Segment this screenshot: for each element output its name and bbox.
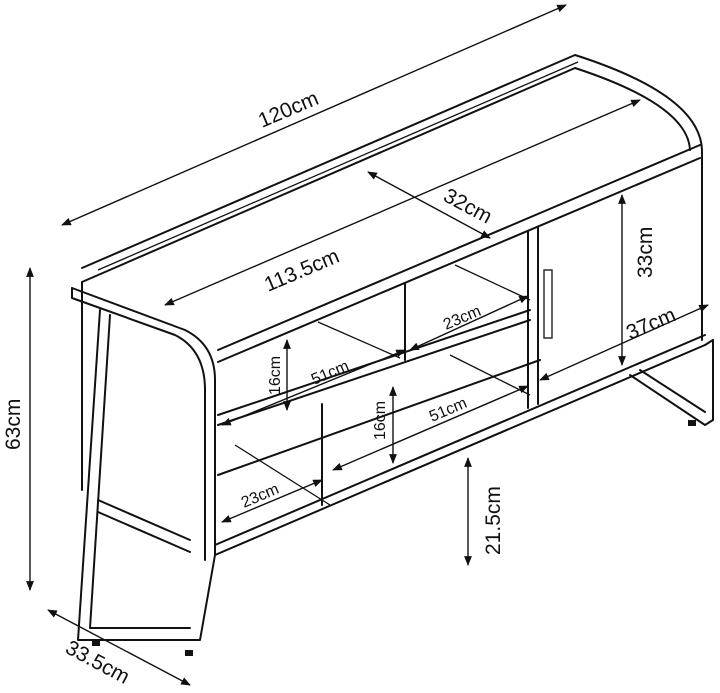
label-upper-right-shelf-depth: 23cm [441,303,484,334]
label-lower-left-shelf-depth: 23cm [239,481,282,512]
label-upper-shelf-height: 16cm [267,356,284,395]
label-floor-clearance: 21.5cm [482,486,505,555]
dimension-lines [26,4,709,686]
label-upper-shelf-width: 51cm [309,358,352,389]
label-cabinet-width: 37cm [623,303,679,344]
label-top-depth: 32cm [440,184,496,228]
label-cabinet-height: 33cm [634,227,657,278]
label-inner-width: 113.5cm [261,245,343,297]
label-overall-height: 63cm [2,399,25,450]
label-lower-shelf-height: 16cm [372,401,389,440]
